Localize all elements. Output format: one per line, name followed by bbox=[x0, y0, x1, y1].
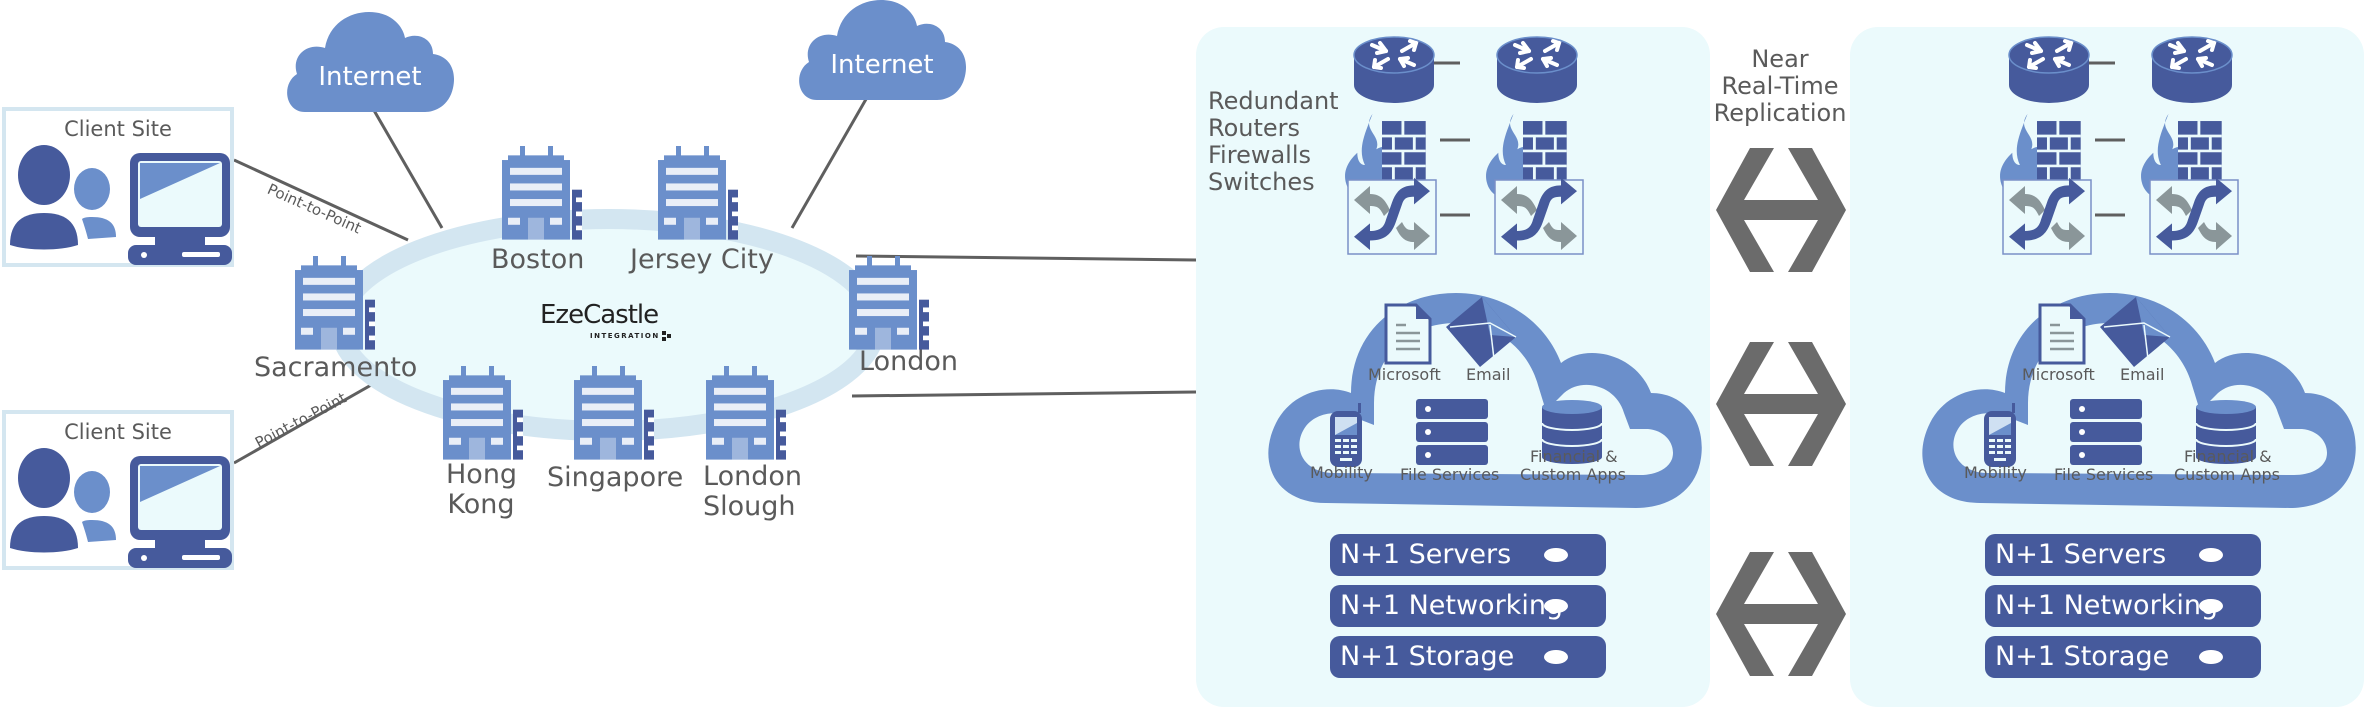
site-label-sacramento: Sacramento bbox=[254, 352, 418, 383]
replication-label-line: Replication bbox=[1713, 99, 1847, 127]
switch-icon bbox=[1494, 177, 1584, 255]
site-label-london: London bbox=[859, 346, 958, 377]
logo-name: EzeCastle bbox=[540, 300, 659, 330]
internet-1-link bbox=[366, 99, 444, 229]
services-cloud-secondary: Microsoft Email Mobility File Services F… bbox=[1910, 253, 2360, 518]
internet-cloud-2: Internet bbox=[797, 0, 967, 100]
client-site-2: Client Site bbox=[2, 410, 234, 570]
router-icon bbox=[2150, 35, 2234, 105]
replication-label-line: Real-Time bbox=[1721, 72, 1839, 100]
client-site-title: Client Site bbox=[64, 420, 172, 444]
service-label-custom-apps: Custom Apps bbox=[1520, 465, 1626, 484]
client-site-1: Client Site bbox=[2, 107, 234, 267]
building-icon-boston bbox=[502, 146, 582, 240]
bar-label: N+1 Networking bbox=[1340, 590, 1564, 621]
document-icon bbox=[1384, 303, 1432, 365]
building-icon-london bbox=[849, 256, 929, 350]
site-label-london-slough: London Slough bbox=[703, 461, 802, 522]
service-label-mobility: Mobility bbox=[1964, 463, 2027, 482]
service-label-financial: Financial & bbox=[2184, 447, 2272, 466]
network-gear-secondary bbox=[1998, 35, 2239, 255]
client-1-link bbox=[233, 158, 409, 242]
service-label-email: Email bbox=[2120, 365, 2165, 384]
envelope-icon bbox=[2099, 296, 2171, 368]
replication-label: Near Real-Time Replication bbox=[1710, 46, 1850, 127]
n1-networking-bar-primary: N+1 Networking bbox=[1330, 585, 1606, 627]
server-stack-icon bbox=[2070, 399, 2142, 465]
bar-label: N+1 Storage bbox=[1340, 641, 1515, 672]
ezecastle-logo: EzeCastle INTEGRATION bbox=[540, 300, 680, 348]
status-led-icon bbox=[1544, 650, 1568, 664]
envelope-icon bbox=[1445, 296, 1517, 368]
internet-2-link bbox=[790, 86, 875, 229]
status-led-icon bbox=[1544, 548, 1568, 562]
internet-cloud-label: Internet bbox=[318, 62, 422, 92]
replication-arrow-icon bbox=[1716, 148, 1846, 272]
mobile-phone-icon bbox=[1330, 403, 1362, 467]
site-label-singapore: Singapore bbox=[547, 462, 684, 493]
n1-storage-bar-primary: N+1 Storage bbox=[1330, 636, 1606, 678]
internet-cloud-1: Internet bbox=[285, 12, 455, 112]
logo-subtitle: INTEGRATION bbox=[590, 332, 660, 340]
redundant-label-line: Routers bbox=[1208, 114, 1301, 142]
redundant-label-line: Switches bbox=[1208, 168, 1315, 196]
status-led-icon bbox=[1544, 599, 1568, 613]
client-2-link bbox=[233, 378, 381, 465]
switch-icon bbox=[1347, 177, 1437, 255]
bar-label: N+1 Storage bbox=[1995, 641, 2170, 672]
service-label-microsoft: Microsoft bbox=[2022, 365, 2095, 384]
site-label-hong-kong: Hong Kong bbox=[446, 459, 518, 520]
replication-arrow-icon bbox=[1716, 552, 1846, 676]
datacenter-link-top bbox=[855, 254, 1197, 262]
connection-lines bbox=[233, 86, 1197, 465]
document-icon bbox=[2038, 303, 2086, 365]
replication-label-line: Near bbox=[1751, 45, 1809, 73]
replication-arrow-icon bbox=[1716, 342, 1846, 466]
internet-cloud-label: Internet bbox=[830, 50, 934, 80]
switch-icon bbox=[2002, 177, 2092, 255]
status-led-icon bbox=[2199, 548, 2223, 562]
n1-storage-bar-secondary: N+1 Storage bbox=[1985, 636, 2261, 678]
bar-label: N+1 Networking bbox=[1995, 590, 2219, 621]
mobile-phone-icon bbox=[1984, 403, 2016, 467]
server-stack-icon bbox=[1416, 399, 1488, 465]
n1-servers-bar-primary: N+1 Servers bbox=[1330, 534, 1606, 576]
redundant-label: Redundant Routers Firewalls Switches bbox=[1208, 88, 1339, 196]
service-label-financial: Financial & bbox=[1530, 447, 1618, 466]
building-icon-jersey-city bbox=[658, 146, 738, 240]
network-gear-primary bbox=[1343, 35, 1584, 255]
datacenter-link-bottom bbox=[851, 390, 1197, 398]
building-icon-hong-kong bbox=[443, 366, 523, 460]
building-icon-sacramento bbox=[295, 256, 375, 350]
n1-networking-bar-secondary: N+1 Networking bbox=[1985, 585, 2261, 627]
site-label-boston: Boston bbox=[491, 244, 585, 275]
router-icon bbox=[1352, 35, 1436, 105]
router-icon bbox=[1495, 35, 1579, 105]
service-label-custom-apps: Custom Apps bbox=[2174, 465, 2280, 484]
status-led-icon bbox=[2199, 599, 2223, 613]
services-cloud-primary: Microsoft Email Mobility File Services F… bbox=[1256, 253, 1706, 518]
site-label-jersey-city: Jersey City bbox=[630, 244, 774, 275]
bar-label: N+1 Servers bbox=[1995, 539, 2167, 570]
service-label-email: Email bbox=[1466, 365, 1511, 384]
building-icon-london-slough bbox=[706, 366, 786, 460]
status-led-icon bbox=[2199, 650, 2223, 664]
service-label-microsoft: Microsoft bbox=[1368, 365, 1441, 384]
service-label-file-services: File Services bbox=[1400, 465, 1500, 484]
logo-mark-icon bbox=[662, 331, 672, 341]
building-icon-singapore bbox=[574, 366, 654, 460]
switch-icon bbox=[2149, 177, 2239, 255]
router-icon bbox=[2007, 35, 2091, 105]
redundant-label-line: Redundant bbox=[1208, 87, 1339, 115]
service-label-file-services: File Services bbox=[2054, 465, 2154, 484]
service-label-mobility: Mobility bbox=[1310, 463, 1373, 482]
client-site-title: Client Site bbox=[64, 117, 172, 141]
n1-servers-bar-secondary: N+1 Servers bbox=[1985, 534, 2261, 576]
bar-label: N+1 Servers bbox=[1340, 539, 1512, 570]
redundant-label-line: Firewalls bbox=[1208, 141, 1312, 169]
